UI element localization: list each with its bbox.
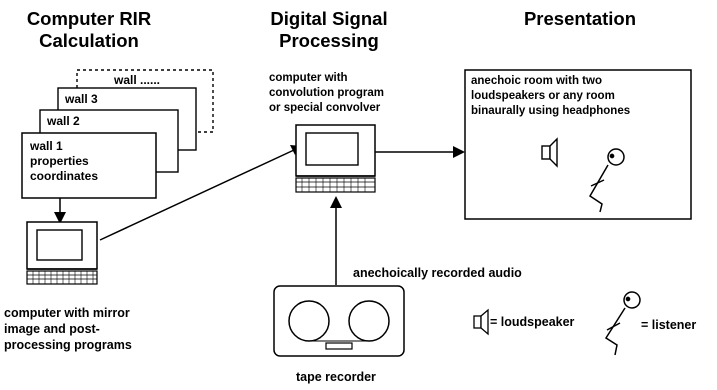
arrow-rir-to-dsp bbox=[99, 149, 295, 241]
legend-loudspeaker-label: = loudspeaker bbox=[490, 315, 575, 329]
wall-2-label: wall 2 bbox=[47, 114, 80, 128]
room-loudspeaker-icon bbox=[541, 137, 558, 168]
mirror-label: computer with mirror image and post- pro… bbox=[4, 305, 132, 353]
room-line3: binaurally using headphones bbox=[471, 105, 631, 117]
wall-1-line1: wall 1 bbox=[30, 139, 63, 153]
left-computer-icon bbox=[26, 221, 98, 285]
room-listener-icon bbox=[588, 148, 625, 213]
wall-3-label: wall 3 bbox=[65, 92, 98, 106]
room-label: anechoic room with two loudspeakers or a… bbox=[471, 74, 630, 119]
dsp-heading: Digital Signal Processing bbox=[246, 8, 412, 52]
wall-1-card bbox=[21, 132, 157, 199]
legend-listener-label: = listener bbox=[641, 318, 697, 332]
arrowhead-walls-to-computer bbox=[54, 212, 66, 224]
mirror-line1: computer with mirror bbox=[4, 306, 130, 320]
wall-1-line2: properties bbox=[30, 154, 89, 168]
audio-label: anechoically recorded audio bbox=[353, 266, 522, 280]
room-line2: loudspeakers or any room bbox=[471, 90, 615, 102]
convolver-label: computer with convolution program or spe… bbox=[269, 71, 384, 116]
arrowhead-dsp-to-presentation bbox=[453, 146, 465, 158]
rir-heading-line1: Computer RIR bbox=[26, 8, 152, 29]
tape-recorder-icon bbox=[273, 285, 405, 357]
legend-listener-icon bbox=[604, 291, 641, 356]
convolver-line1: computer with bbox=[269, 72, 348, 84]
wall-1-label: wall 1 properties coordinates bbox=[30, 139, 98, 184]
mirror-line2: image and post- bbox=[4, 322, 100, 336]
presentation-heading: Presentation bbox=[523, 8, 637, 29]
convolver-line2: convolution program bbox=[269, 87, 384, 99]
mirror-line3: processing programs bbox=[4, 338, 132, 352]
presentation-room bbox=[464, 69, 692, 220]
legend-loudspeaker-icon bbox=[473, 308, 489, 336]
tape-label: tape recorder bbox=[296, 370, 376, 384]
dsp-heading-line1: Digital Signal bbox=[270, 8, 388, 29]
convolver-line3: or special convolver bbox=[269, 102, 381, 114]
rir-heading-line2: Calculation bbox=[39, 30, 139, 51]
room-line1: anechoic room with two bbox=[471, 75, 602, 87]
arrowhead-tape-to-dsp bbox=[330, 196, 342, 208]
rir-heading: Computer RIR Calculation bbox=[6, 8, 172, 52]
wall-n-label: wall ...... bbox=[114, 73, 161, 87]
wall-1-line3: coordinates bbox=[30, 169, 99, 183]
dsp-computer-icon bbox=[295, 124, 376, 193]
dsp-heading-line2: Processing bbox=[279, 30, 379, 51]
